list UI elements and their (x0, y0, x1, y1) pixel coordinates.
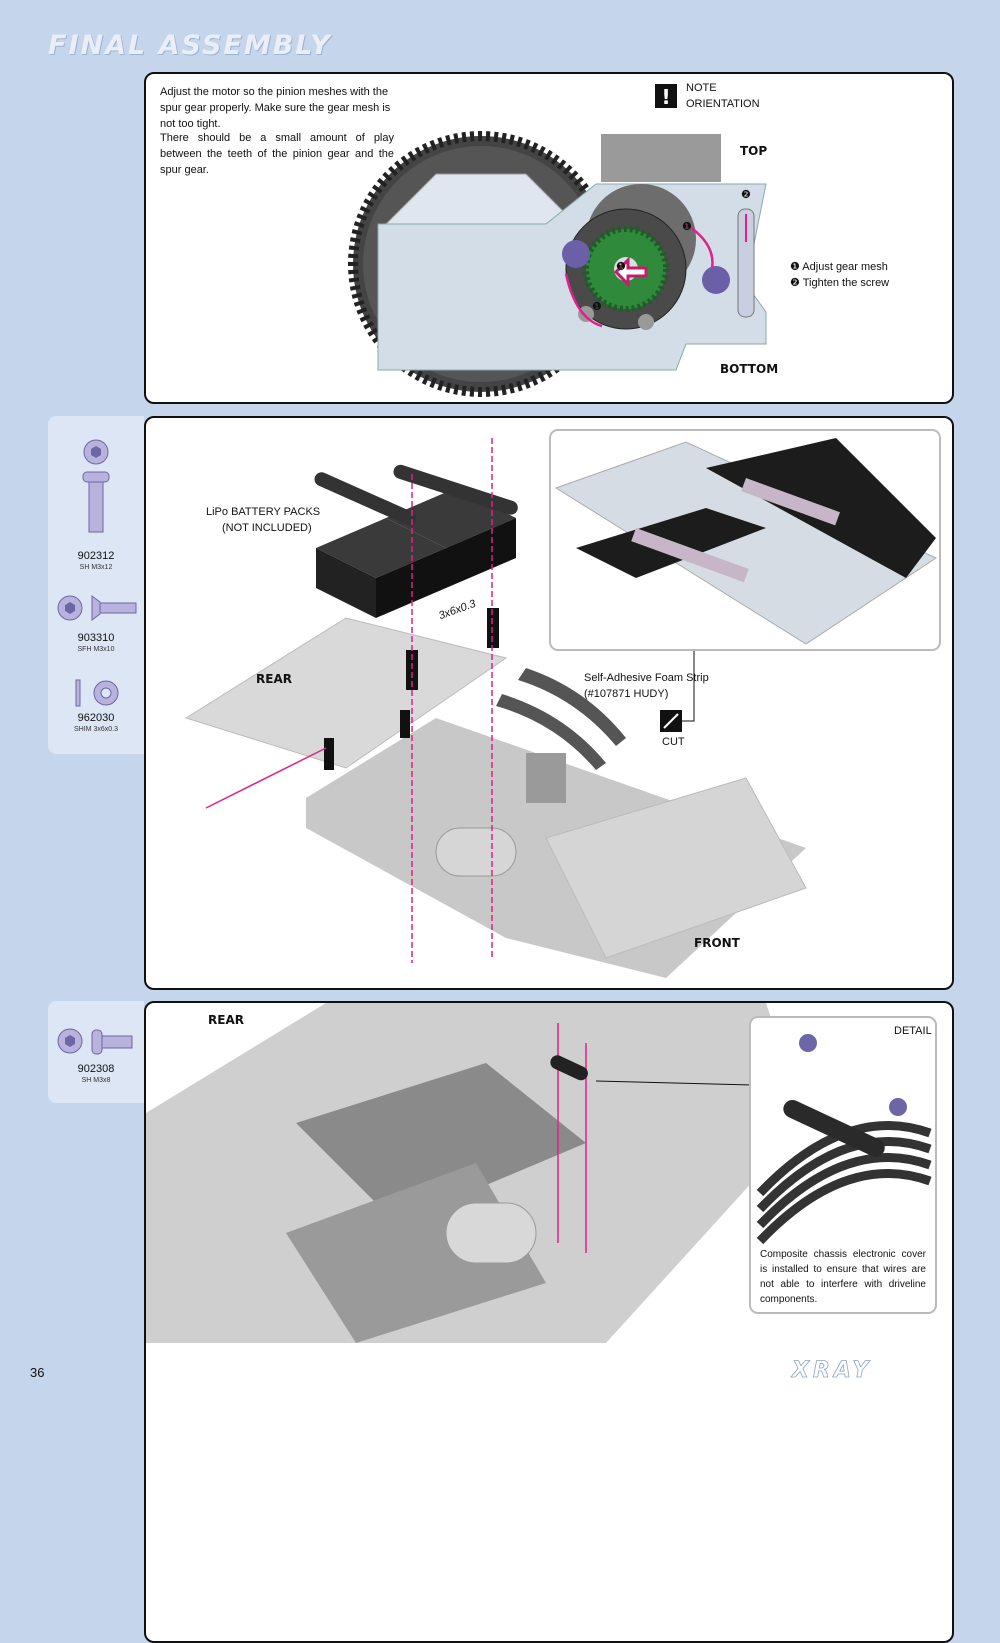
xray-logo: XRAY (790, 1358, 872, 1380)
page-number: 36 (30, 1365, 45, 1380)
screw-sfh-icon (57, 595, 137, 621)
foam-strip-label: Self-Adhesive Foam Strip (584, 672, 709, 684)
part-code: 903310 (77, 632, 115, 644)
screw-sh-icon (82, 439, 110, 533)
rear-label: REAR (208, 1013, 244, 1027)
foam-strip-part-label: (#107871 HUDY) (584, 688, 669, 700)
svg-text:!: ! (661, 85, 670, 109)
parts-sidebar-battery: 902312 SH M3x12 903310 SFH M3x10 962030 … (48, 416, 144, 754)
front-label: FRONT (694, 936, 740, 950)
top-label: TOP (740, 144, 768, 158)
marker-1-pinion: ❶ (616, 261, 626, 273)
orientation-label: ORIENTATION (686, 98, 760, 110)
detail-label: DETAIL (894, 1025, 932, 1037)
note-label: NOTE (686, 82, 717, 94)
parts-sidebar-cover: 902308 SH M3x8 (48, 1001, 144, 1103)
gear-play-instruction: There should be a small amount of play b… (160, 132, 394, 176)
electronic-cover-panel: REAR DETAIL Composite chassis electronic… (144, 1001, 954, 1643)
electronic-cover-illustration (146, 1003, 937, 1343)
page-title: FINAL ASSEMBLY (48, 30, 332, 61)
battery-packs-label: LiPo BATTERY PACKS (206, 506, 321, 518)
part-code: 962030 (77, 712, 115, 724)
gear-mesh-illustration: ! (348, 84, 767, 397)
part-desc: SHIM 3x6x0.3 (74, 726, 118, 733)
gear-mesh-instruction: Adjust the motor so the pinion meshes wi… (160, 86, 391, 130)
part-desc: SH M3x8 (81, 1077, 111, 1084)
part-desc: SH M3x12 (79, 564, 113, 571)
bottom-label: BOTTOM (720, 362, 779, 376)
battery-not-included-label: (NOT INCLUDED) (222, 522, 312, 534)
part-desc: SFH M3x10 (77, 646, 115, 653)
screw-sh-short-icon (57, 1028, 133, 1055)
marker-1-screw-bottom: ❶ (592, 301, 602, 313)
step-tighten-screw: ❷ Tighten the screw (790, 277, 890, 289)
gear-mesh-panel: Adjust the motor so the pinion meshes wi… (144, 72, 954, 404)
step-adjust-gear-mesh: ❶ Adjust gear mesh (790, 261, 888, 273)
marker-2: ❷ (741, 189, 751, 201)
detail-description: Composite chassis electronic cover is in… (760, 1249, 926, 1305)
logo-text: XRAY (790, 1358, 872, 1380)
shim-icon (75, 679, 119, 707)
battery-install-illustration (184, 429, 941, 978)
cut-label: CUT (662, 736, 685, 748)
rear-label: REAR (256, 672, 292, 686)
battery-install-panel: LiPo BATTERY PACKS (NOT INCLUDED) 3x6x0.… (144, 416, 954, 990)
marker-1-screw-top: ❶ (682, 221, 692, 233)
part-code: 902308 (77, 1063, 115, 1075)
part-code: 902312 (77, 550, 115, 562)
